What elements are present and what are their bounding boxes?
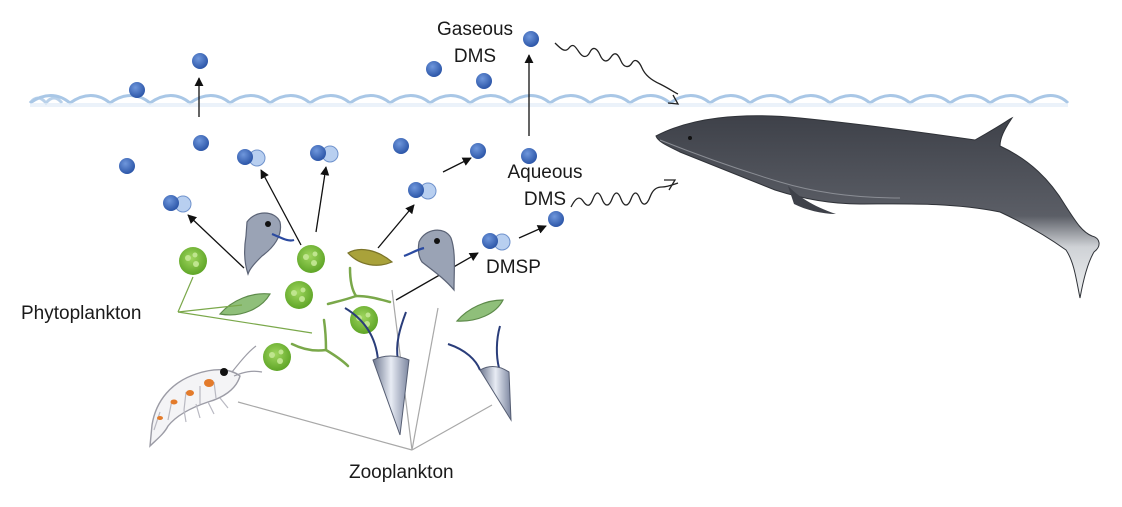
- copepods: [244, 212, 455, 292]
- phytoplankton-cell: [350, 306, 378, 334]
- diatom: [218, 293, 271, 316]
- dms-molecule: [192, 53, 208, 69]
- diatom: [455, 299, 504, 322]
- diatom-chain: [290, 318, 350, 368]
- flow-arrows: [187, 54, 547, 301]
- diatoms: [218, 249, 504, 322]
- dmsp-label: DMSP: [486, 257, 541, 278]
- cone-zooplankton-individual: [344, 307, 410, 436]
- dms-molecule: [426, 61, 442, 77]
- dms-molecule: [521, 148, 537, 164]
- whale: [655, 115, 1100, 299]
- dmsp-molecule: [163, 195, 192, 213]
- dms-molecule: [393, 138, 409, 154]
- cone-zooplankton: [344, 307, 512, 436]
- gaseous-dms-molecules: [129, 31, 539, 98]
- gaseous-dms-label-line1: Gaseous: [436, 19, 514, 40]
- zooplankton-label: Zooplankton: [349, 462, 454, 483]
- copepod: [244, 212, 295, 276]
- krill: [149, 345, 263, 448]
- phytoplankton-cell: [179, 247, 207, 275]
- phytoplankton-cells: [179, 245, 378, 371]
- diatom-chains: [290, 266, 392, 368]
- phytoplankton-cell: [263, 343, 291, 371]
- dmsp-molecule: [482, 233, 511, 251]
- dms-molecule: [523, 31, 539, 47]
- aqueous-dms-molecules: [119, 135, 564, 227]
- dmsp-molecule: [408, 182, 437, 200]
- dms-molecule: [193, 135, 209, 151]
- diatom: [347, 249, 394, 266]
- aqueous-dms-label-line2: DMS: [523, 188, 567, 210]
- aqueous-dms-label-line1: Aqueous: [507, 162, 583, 183]
- dmsp-molecules: [163, 145, 511, 251]
- dms-molecule: [548, 211, 564, 227]
- gaseous-dms-label-line2: DMS: [453, 45, 497, 67]
- dms-molecule: [476, 73, 492, 89]
- copepod: [403, 229, 455, 292]
- dmsp-molecule: [310, 145, 339, 163]
- dmsp-molecule: [237, 149, 266, 167]
- aqueous-dms-label: Aqueous DMS: [495, 161, 595, 212]
- phytoplankton-cell: [297, 245, 325, 273]
- cone-zooplankton-individual: [447, 325, 512, 422]
- dms-molecule: [470, 143, 486, 159]
- dms-molecule: [129, 82, 145, 98]
- wavy-emission-arrows: [554, 42, 680, 208]
- gaseous-dms-label: Gaseous DMS: [426, 18, 524, 69]
- phytoplankton-connectors: [177, 276, 313, 334]
- phytoplankton-cell: [285, 281, 313, 309]
- diatom-chain: [326, 266, 392, 306]
- water-surface: [28, 94, 1070, 107]
- phytoplankton-label: Phytoplankton: [21, 303, 142, 324]
- dms-molecule: [119, 158, 135, 174]
